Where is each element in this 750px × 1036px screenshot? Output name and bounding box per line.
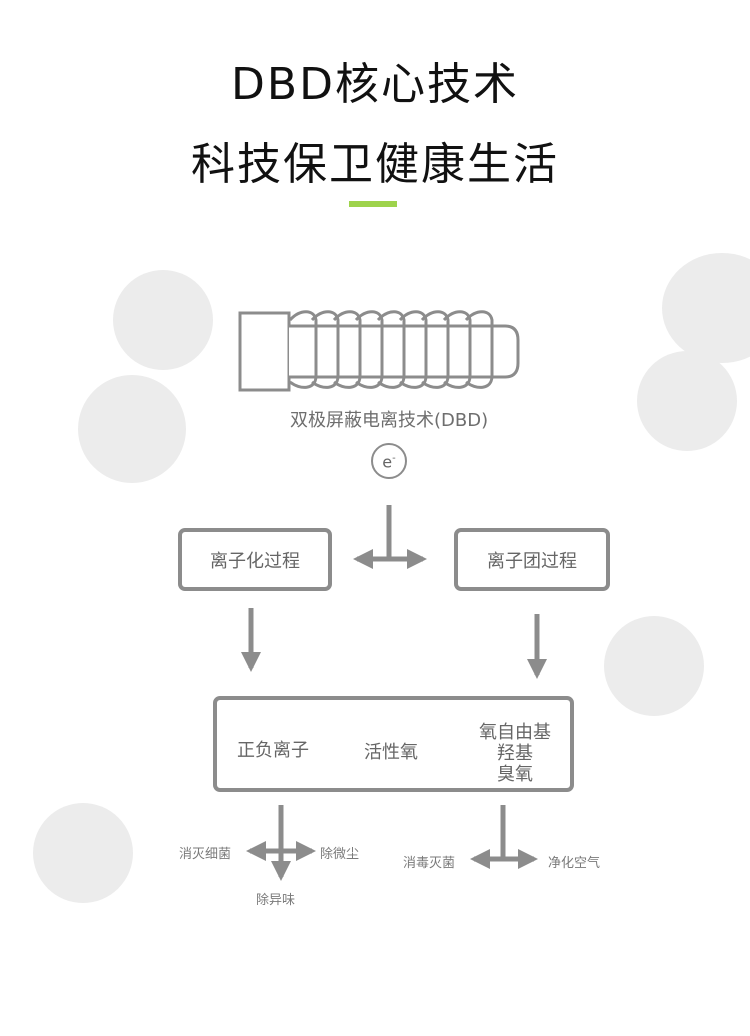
bg-circle <box>33 803 133 903</box>
bg-circle <box>604 616 704 716</box>
output-remove-odor: 除异味 <box>256 893 296 908</box>
ionization-process-label: 离子化过程 <box>210 550 300 572</box>
page-subtitle: 科技保卫健康生活 <box>191 139 559 190</box>
product-active-oxygen: 活性氧 <box>364 742 418 763</box>
electron-icon <box>371 443 407 479</box>
accent-bar <box>349 201 397 207</box>
product-oxygen-radical: 氧自由基 <box>479 722 551 743</box>
product-ions: 正负离子 <box>237 740 309 761</box>
bg-circle <box>78 375 186 483</box>
electron-label: e- <box>379 449 399 472</box>
output-kill-bacteria: 消灭细菌 <box>179 847 232 862</box>
cluster-process-box: 离子团过程 <box>454 528 610 591</box>
bg-circle <box>637 351 737 451</box>
device-caption: 双极屏蔽电离技术(DBD) <box>290 410 489 431</box>
electron-charge: - <box>392 453 396 464</box>
product-radicals: 氧自由基 羟基 臭氧 <box>467 722 563 785</box>
product-ozone: 臭氧 <box>497 764 533 785</box>
bg-circle <box>662 253 750 363</box>
cluster-process-label: 离子团过程 <box>487 550 577 572</box>
products-box: 正负离子 活性氧 氧自由基 羟基 臭氧 <box>213 696 574 792</box>
product-hydroxyl: 羟基 <box>497 743 533 764</box>
page-title: DBD核心技术 <box>231 59 519 110</box>
bg-circle <box>113 270 213 370</box>
coil-windings <box>288 310 494 389</box>
electron-symbol: e <box>382 452 393 472</box>
output-disinfect: 消毒灭菌 <box>403 856 456 871</box>
dbd-device-icon <box>238 310 520 392</box>
output-remove-dust: 除微尘 <box>320 847 360 862</box>
ionization-process-box: 离子化过程 <box>178 528 332 591</box>
output-purify-air: 净化空气 <box>548 856 601 871</box>
